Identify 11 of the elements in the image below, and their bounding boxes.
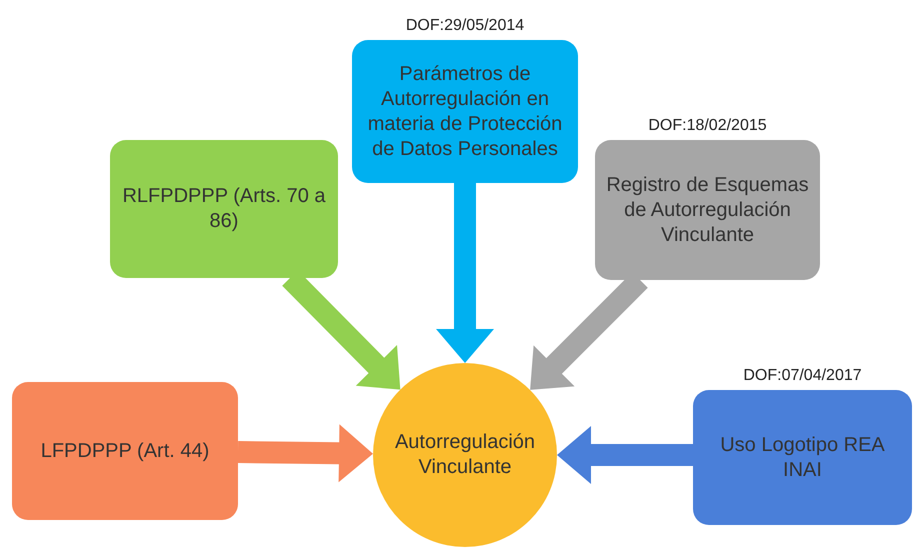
- block-arrow: [238, 424, 373, 482]
- block-arrow: [557, 426, 693, 484]
- block-arrow: [436, 183, 494, 363]
- rounded-box: LFPDPPP (Art. 44): [12, 382, 238, 520]
- rounded-box: Parámetros de Autorregulación en materia de Protección de Datos Personales: [352, 40, 578, 183]
- rounded-box: Registro de Esquemas de Autorregulación Vinculante: [595, 140, 820, 280]
- date-label: DOF:29/05/2014: [404, 16, 526, 36]
- rounded-box: Uso Logotipo REA INAI: [693, 390, 912, 525]
- rounded-box: RLFPDPPP (Arts. 70 a 86): [110, 140, 338, 278]
- date-label: DOF:18/02/2015: [647, 116, 768, 136]
- date-label: DOF:07/04/2017: [742, 366, 863, 386]
